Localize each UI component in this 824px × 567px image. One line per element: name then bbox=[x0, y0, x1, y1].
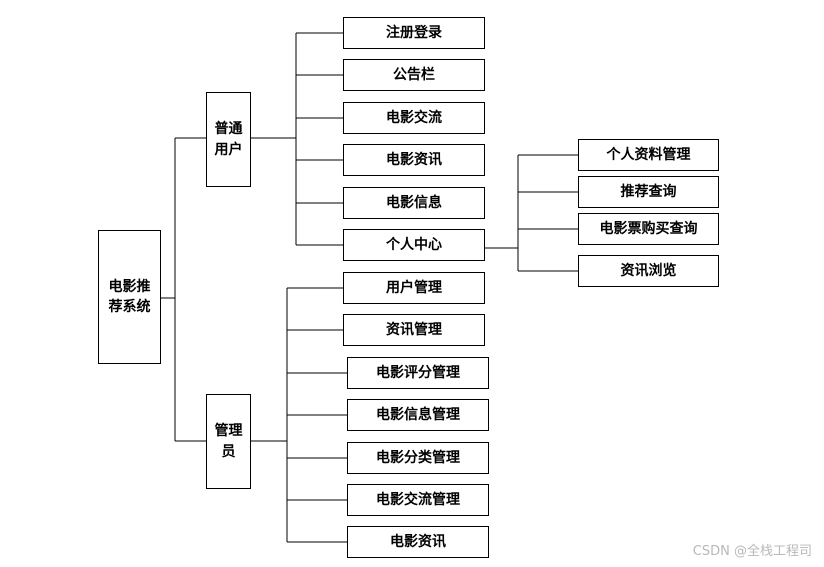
center-item-node: 电影票购买查询 bbox=[578, 213, 719, 245]
user-group-line1: 普通 bbox=[214, 121, 243, 138]
user-item-node: 电影交流 bbox=[343, 102, 485, 134]
admin-item-node: 电影分类管理 bbox=[347, 442, 489, 474]
center-item-node: 资讯浏览 bbox=[578, 255, 719, 287]
admin-group-line2: 员 bbox=[221, 443, 236, 460]
user-group-line2: 用户 bbox=[214, 141, 243, 158]
user-item-node: 公告栏 bbox=[343, 59, 485, 91]
user-group-node: 普通 用户 bbox=[206, 92, 251, 187]
admin-group-line1: 管理 bbox=[214, 423, 243, 440]
center-item-node: 推荐查询 bbox=[578, 176, 719, 208]
admin-item-node: 用户管理 bbox=[343, 272, 485, 304]
admin-item-node: 电影资讯 bbox=[347, 526, 489, 558]
center-item-node: 个人资料管理 bbox=[578, 139, 719, 171]
watermark: CSDN @全栈工程司 bbox=[692, 544, 812, 559]
root-label-line2: 荐系统 bbox=[108, 299, 151, 315]
admin-item-node: 电影评分管理 bbox=[347, 357, 489, 389]
personal-center-node: 个人中心 bbox=[343, 229, 485, 261]
root-label-line1: 电影推 bbox=[108, 278, 151, 295]
user-item-node: 注册登录 bbox=[343, 17, 485, 49]
root-node: 电影推 荐系统 bbox=[98, 230, 161, 364]
admin-item-node: 资讯管理 bbox=[343, 314, 485, 346]
user-item-node: 电影资讯 bbox=[343, 144, 485, 176]
admin-group-node: 管理 员 bbox=[206, 394, 251, 489]
admin-item-node: 电影交流管理 bbox=[347, 484, 489, 516]
user-item-node: 电影信息 bbox=[343, 187, 485, 219]
admin-item-node: 电影信息管理 bbox=[347, 399, 489, 431]
